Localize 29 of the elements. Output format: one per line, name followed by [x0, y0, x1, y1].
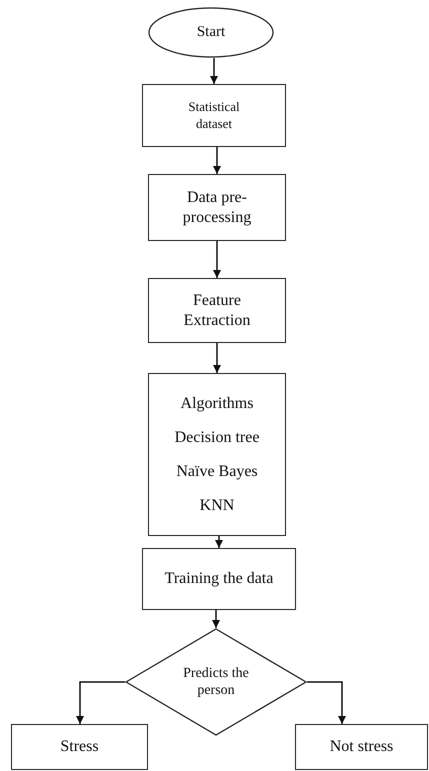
node-label: KNN: [200, 496, 234, 516]
node-label: Decision tree: [174, 428, 260, 448]
arrow: [307, 681, 346, 724]
arrow: [76, 681, 125, 724]
decision-diamond: [125, 628, 307, 736]
node-label: Training the data: [164, 569, 274, 589]
arrow: [212, 610, 220, 628]
arrow: [215, 536, 223, 548]
process-box: [148, 278, 286, 343]
node-label: Naïve Bayes: [176, 462, 258, 482]
arrow: [210, 58, 218, 84]
arrow: [213, 147, 221, 174]
node-label: Statistical dataset: [187, 99, 241, 132]
process-box: [295, 724, 428, 770]
node-label: Feature Extraction: [182, 290, 252, 330]
process-box: [148, 174, 286, 241]
node-label: Start: [196, 23, 226, 42]
process-box: [142, 548, 296, 610]
terminator-ellipse: [148, 7, 274, 58]
process-box: [142, 84, 286, 147]
node-label: Algorithms: [180, 394, 254, 414]
node-label: Data pre-processing: [182, 188, 252, 228]
process-box: [11, 724, 148, 770]
arrow: [213, 241, 221, 278]
node-label: Predicts the person: [182, 664, 250, 700]
arrow: [213, 343, 221, 373]
process-box: [148, 373, 286, 536]
node-label: Stress: [60, 737, 99, 757]
node-label: Not stress: [330, 737, 394, 757]
